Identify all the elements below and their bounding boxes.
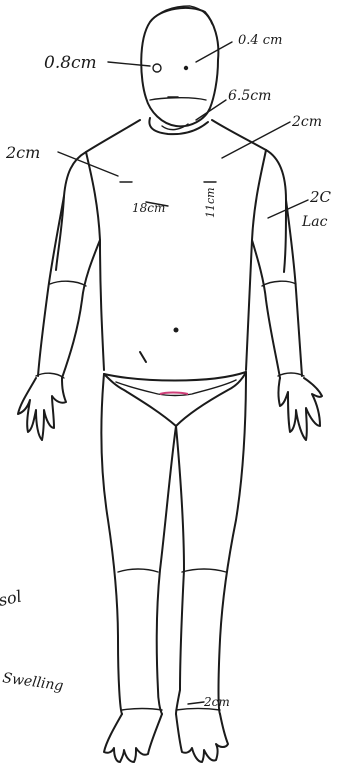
right-arm-band bbox=[262, 281, 296, 286]
right-upper-arm bbox=[286, 200, 302, 376]
leader-ankle bbox=[188, 702, 204, 704]
right-hand bbox=[279, 378, 323, 440]
left-ankle-band bbox=[122, 709, 162, 711]
leader-right-shoulder bbox=[222, 122, 290, 158]
leader-face-left bbox=[108, 62, 150, 66]
right-side-torso bbox=[246, 150, 266, 370]
right-knee-band bbox=[182, 569, 226, 572]
left-inner-leg bbox=[157, 426, 176, 714]
right-inner-arm bbox=[252, 240, 280, 378]
right-foot bbox=[176, 714, 228, 762]
right-inner-leg bbox=[176, 426, 184, 714]
leader-left-shoulder bbox=[58, 152, 118, 176]
left-upper-arm bbox=[38, 196, 64, 376]
annotation-face-right: 0.4 cm bbox=[238, 33, 282, 48]
right-eye bbox=[184, 66, 188, 70]
annotation-right-ankle: 2cm bbox=[203, 695, 230, 709]
annotation-right-arm-2: Lac bbox=[301, 214, 328, 230]
abdomen-wound-mark bbox=[140, 352, 146, 362]
left-arm-band bbox=[50, 281, 86, 286]
underwear-top bbox=[104, 372, 246, 381]
annotation-left-chest: 18cm bbox=[132, 201, 165, 215]
annotation-right-shoulder: 2cm bbox=[291, 114, 322, 130]
left-foot bbox=[104, 714, 162, 762]
left-wrist-band bbox=[36, 373, 64, 378]
chin-line bbox=[150, 98, 206, 100]
right-outer-leg bbox=[219, 372, 247, 714]
annotation-face-left: 0.8cm bbox=[44, 53, 97, 73]
annotation-left-margin-1: sol bbox=[0, 587, 23, 610]
left-outer-leg bbox=[101, 374, 122, 714]
genital-mark bbox=[160, 393, 188, 395]
annotation-left-shoulder: 2cm bbox=[5, 143, 40, 162]
left-eye bbox=[153, 64, 161, 72]
leader-face-right bbox=[196, 42, 232, 62]
left-hand bbox=[18, 378, 66, 440]
annotation-neck: 6.5cm bbox=[228, 88, 271, 104]
left-side-torso bbox=[86, 152, 104, 370]
annotation-right-chest: 11cm bbox=[204, 187, 217, 218]
torso-outline-right bbox=[212, 120, 286, 272]
left-inner-arm bbox=[62, 240, 100, 378]
annotation-right-arm: 2C bbox=[309, 188, 332, 206]
left-knee-band bbox=[118, 569, 158, 572]
right-wrist-band bbox=[278, 373, 304, 376]
annotation-left-margin-2: Swelling bbox=[1, 670, 64, 694]
navel bbox=[174, 328, 179, 333]
